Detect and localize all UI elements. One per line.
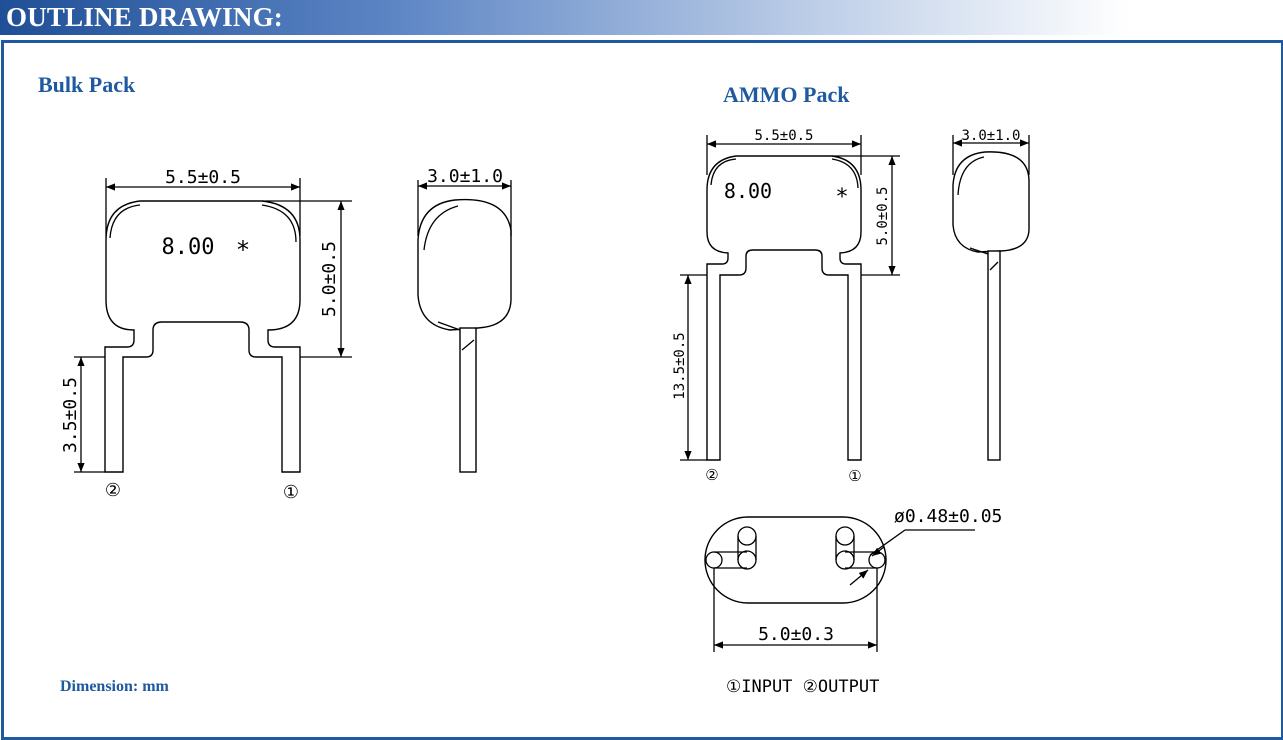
- ammo-pitch-dim-label: 5.0±0.3: [758, 624, 834, 645]
- bulk-side-lead-bend: [461, 339, 475, 351]
- page-title: OUTLINE DRAWING:: [6, 2, 283, 32]
- ammo-side-body: [952, 151, 1030, 253]
- dimension-unit-note: Dimension: mm: [60, 678, 169, 695]
- bulk-side-lead-join: [437, 321, 461, 331]
- bulk-width-dim-label: 5.5±0.5: [165, 167, 241, 188]
- bulk-side-shade: [423, 205, 459, 251]
- bulk-body-outline: [104, 200, 301, 473]
- bulk-front-view: 5.5±0.5 5.0±0.5 3.5±0.5 8.00 * ② ①: [60, 167, 352, 503]
- bulk-side-lead: [459, 327, 477, 473]
- ammo-pin-label-2: ②: [705, 466, 718, 484]
- ammo-pin-legend: ①INPUT ②OUTPUT: [726, 677, 879, 697]
- ammo-side-shade: [957, 156, 985, 196]
- ammo-side-lead-join: [969, 247, 989, 255]
- ammo-bottom-view: ø0.48±0.05 5.0±0.3 ①INPUT ②OUTPUT: [704, 506, 1002, 697]
- header-bar: OUTLINE DRAWING:: [0, 0, 1283, 35]
- bulk-marking: 8.00: [162, 235, 215, 260]
- bulk-lead-dim-label: 3.5±0.5: [60, 377, 81, 453]
- bulk-thick-dim-label: 3.0±1.0: [427, 166, 503, 187]
- ammo-marking-symbol: *: [835, 185, 848, 210]
- ammo-width-dim-label: 5.5±0.5: [754, 128, 813, 144]
- bulk-pin-label-1: ①: [283, 482, 299, 503]
- ammo-lead-dim-label: 13.5±0.5: [672, 332, 688, 399]
- bulk-pack-title: Bulk Pack: [38, 72, 136, 97]
- ammo-diameter-arrow-b: [849, 569, 869, 586]
- ammo-diameter-arrow-a: [871, 546, 885, 557]
- ammo-side-lead-bend: [989, 261, 999, 271]
- ammo-shade-left: [710, 158, 737, 186]
- ammo-thick-dim-label: 3.0±1.0: [961, 128, 1020, 144]
- ammo-marking: 8.00: [724, 179, 772, 203]
- ammo-body-outline: [706, 155, 862, 461]
- ammo-bottom-body: [704, 516, 887, 604]
- bulk-side-view: 3.0±1.0: [417, 166, 512, 473]
- bulk-shade-right: [261, 204, 297, 243]
- bulk-side-body: [417, 198, 512, 331]
- ammo-shade-right: [831, 158, 859, 189]
- ammo-front-view: 5.5±0.5 5.0±0.5 13.5±0.5 8.00 * ② ①: [672, 128, 900, 485]
- bulk-pin-label-2: ②: [105, 480, 121, 501]
- bulk-height-dim-label: 5.0±0.5: [319, 241, 340, 317]
- ammo-side-view: 3.0±1.0: [952, 128, 1030, 461]
- bulk-shade-left: [109, 204, 141, 239]
- bulk-marking-symbol: *: [236, 236, 250, 264]
- ammo-pin-label-1: ①: [848, 467, 861, 485]
- ammo-diameter-dim-label: ø0.48±0.05: [894, 506, 1002, 527]
- ammo-side-lead: [987, 250, 1001, 461]
- ammo-pack-title: AMMO Pack: [723, 82, 850, 107]
- ammo-height-dim-label: 5.0±0.5: [875, 186, 891, 245]
